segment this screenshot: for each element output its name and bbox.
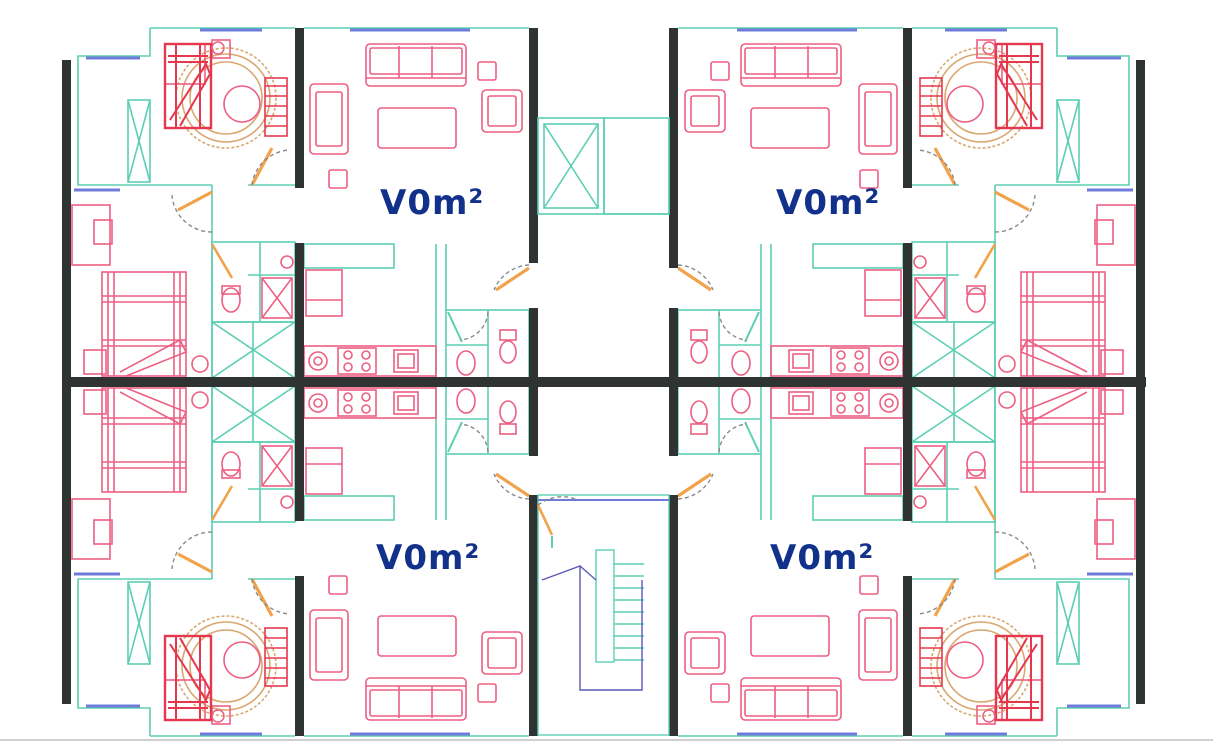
area-label-top-left: V0m² [380, 183, 485, 223]
area-label-bottom-left: V0m² [376, 538, 481, 578]
core-wall-left [529, 495, 538, 735]
elevator-shaft [537, 117, 670, 215]
stair-doors [536, 496, 579, 536]
core-wall-right [669, 28, 678, 268]
area-label-bottom-right: V0m² [770, 538, 875, 578]
party-wall [66, 377, 1146, 387]
core-wall-right-lower [669, 495, 678, 735]
area-label-top-right: V0m² [776, 183, 881, 223]
staircase [537, 494, 670, 736]
